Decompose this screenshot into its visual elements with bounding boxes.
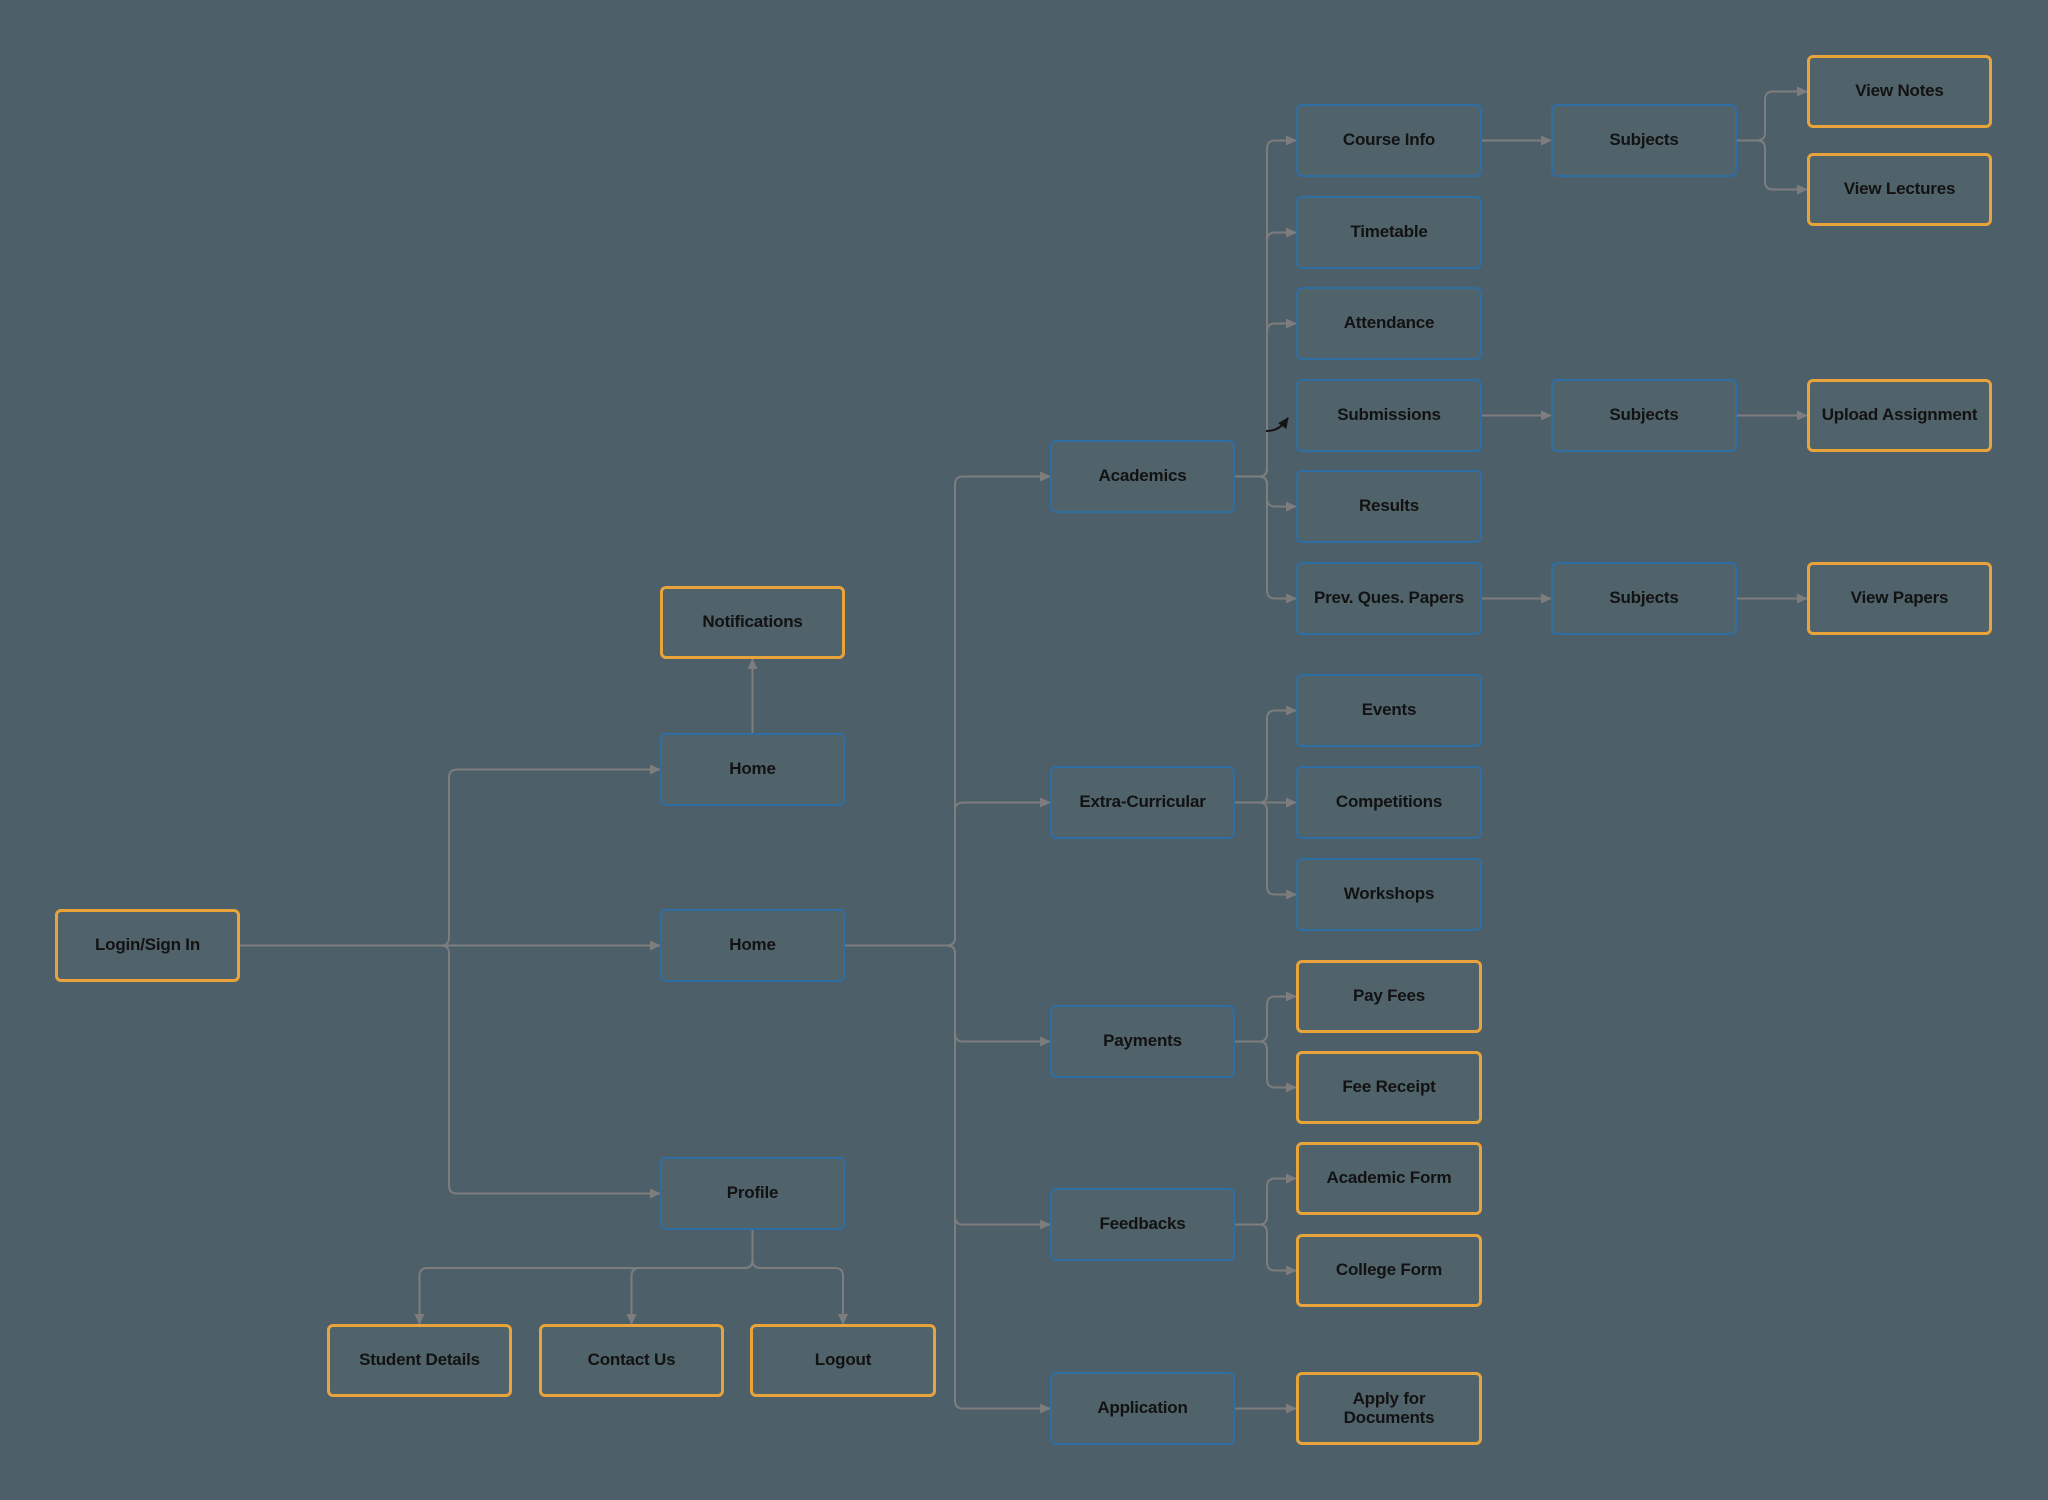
node-label-apply_for_documents: Apply for Documents [1343, 1388, 1435, 1427]
node-logout[interactable]: Logout [750, 1324, 936, 1397]
node-label-view_lectures: View Lectures [1843, 179, 1956, 199]
node-results[interactable]: Results [1296, 470, 1482, 543]
connector-extra_curricular-workshops [1235, 801, 1297, 900]
node-prev_ques_papers[interactable]: Prev. Ques. Papers [1296, 562, 1482, 635]
node-competitions[interactable]: Competitions [1296, 766, 1482, 839]
node-label-submissions: Submissions [1337, 405, 1441, 425]
node-label-contact_us: Contact Us [587, 1350, 676, 1370]
node-login[interactable]: Login/Sign In [55, 909, 240, 982]
node-subjects_1[interactable]: Subjects [1551, 104, 1737, 177]
node-label-payments: Payments [1103, 1031, 1182, 1051]
node-label-workshops: Workshops [1343, 884, 1435, 904]
node-home1[interactable]: Home [660, 733, 845, 806]
node-student_details[interactable]: Student Details [327, 1324, 512, 1397]
node-label-prev_ques_papers: Prev. Ques. Papers [1313, 588, 1465, 608]
node-pay_fees[interactable]: Pay Fees [1296, 960, 1482, 1033]
connector-academics-course_info [1235, 135, 1297, 478]
node-label-fee_receipt: Fee Receipt [1342, 1077, 1436, 1097]
submissions-hand-drawn-arrow [1265, 417, 1289, 432]
node-course_info[interactable]: Course Info [1296, 104, 1482, 177]
node-label-events: Events [1361, 700, 1417, 720]
connector-subjects_1-view_lectures [1737, 139, 1808, 195]
node-label-feedbacks: Feedbacks [1099, 1214, 1186, 1234]
connector-feedbacks-college_form [1235, 1223, 1297, 1276]
connector-home2-extra_curricular [845, 797, 1051, 947]
node-events[interactable]: Events [1296, 674, 1482, 747]
node-label-subjects_3: Subjects [1609, 588, 1679, 608]
connector-home2-payments [845, 944, 1051, 1047]
connector-home2-application [845, 944, 1051, 1414]
node-label-home2: Home [729, 935, 776, 955]
node-label-attendance: Attendance [1343, 313, 1435, 333]
node-college_form[interactable]: College Form [1296, 1234, 1482, 1307]
node-label-application: Application [1097, 1398, 1188, 1418]
node-label-college_form: College Form [1335, 1260, 1443, 1280]
node-label-academic_form: Academic Form [1326, 1168, 1452, 1188]
node-upload_assignment[interactable]: Upload Assignment [1807, 379, 1992, 452]
node-label-subjects_2: Subjects [1609, 405, 1679, 425]
node-timetable[interactable]: Timetable [1296, 196, 1482, 269]
connector-extra_curricular-events [1235, 705, 1297, 804]
node-label-home1: Home [729, 759, 776, 779]
node-attendance[interactable]: Attendance [1296, 287, 1482, 360]
connector-login-profile [240, 944, 661, 1199]
node-subjects_3[interactable]: Subjects [1551, 562, 1737, 635]
node-label-login: Login/Sign In [94, 935, 201, 955]
node-apply_for_documents[interactable]: Apply for Documents [1296, 1372, 1482, 1445]
node-label-upload_assignment: Upload Assignment [1821, 405, 1978, 425]
node-label-academics: Academics [1098, 466, 1187, 486]
connector-academics-attendance [1235, 318, 1297, 478]
node-feedbacks[interactable]: Feedbacks [1050, 1188, 1235, 1261]
node-label-logout: Logout [814, 1350, 872, 1370]
node-label-student_details: Student Details [359, 1350, 480, 1370]
node-view_papers[interactable]: View Papers [1807, 562, 1992, 635]
node-payments[interactable]: Payments [1050, 1005, 1235, 1078]
node-label-pay_fees: Pay Fees [1352, 986, 1426, 1006]
connector-profile-logout [751, 1230, 848, 1325]
node-fee_receipt[interactable]: Fee Receipt [1296, 1051, 1482, 1124]
node-label-profile: Profile [726, 1183, 779, 1203]
node-view_notes[interactable]: View Notes [1807, 55, 1992, 128]
connector-home2-feedbacks [845, 944, 1051, 1230]
node-home2[interactable]: Home [660, 909, 845, 982]
connector-login-home1 [240, 764, 661, 947]
node-label-extra_curricular: Extra-Curricular [1079, 792, 1206, 812]
connector-payments-fee_receipt [1235, 1040, 1297, 1093]
node-notifications[interactable]: Notifications [660, 586, 845, 659]
node-label-competitions: Competitions [1335, 792, 1443, 812]
node-label-view_papers: View Papers [1850, 588, 1949, 608]
node-label-results: Results [1358, 496, 1419, 516]
node-label-view_notes: View Notes [1855, 81, 1944, 101]
connector-feedbacks-academic_form [1235, 1173, 1297, 1226]
node-profile[interactable]: Profile [660, 1157, 845, 1230]
connector-profile-contact_us [626, 1230, 754, 1325]
node-label-notifications: Notifications [702, 612, 803, 632]
node-label-timetable: Timetable [1350, 222, 1428, 242]
node-label-subjects_1: Subjects [1609, 130, 1679, 150]
node-subjects_2[interactable]: Subjects [1551, 379, 1737, 452]
node-extra_curricular[interactable]: Extra-Curricular [1050, 766, 1235, 839]
node-academics[interactable]: Academics [1050, 440, 1235, 513]
node-academic_form[interactable]: Academic Form [1296, 1142, 1482, 1215]
connector-home2-academics [845, 471, 1051, 947]
node-view_lectures[interactable]: View Lectures [1807, 153, 1992, 226]
node-contact_us[interactable]: Contact Us [539, 1324, 724, 1397]
connector-academics-prev_ques_papers [1235, 475, 1297, 604]
node-submissions[interactable]: Submissions [1296, 379, 1482, 452]
node-application[interactable]: Application [1050, 1372, 1235, 1445]
connector-subjects_1-view_notes [1737, 86, 1808, 142]
node-label-course_info: Course Info [1342, 130, 1436, 150]
connector-academics-timetable [1235, 227, 1297, 478]
connector-profile-student_details [414, 1230, 754, 1325]
node-workshops[interactable]: Workshops [1296, 858, 1482, 931]
connector-payments-pay_fees [1235, 991, 1297, 1043]
